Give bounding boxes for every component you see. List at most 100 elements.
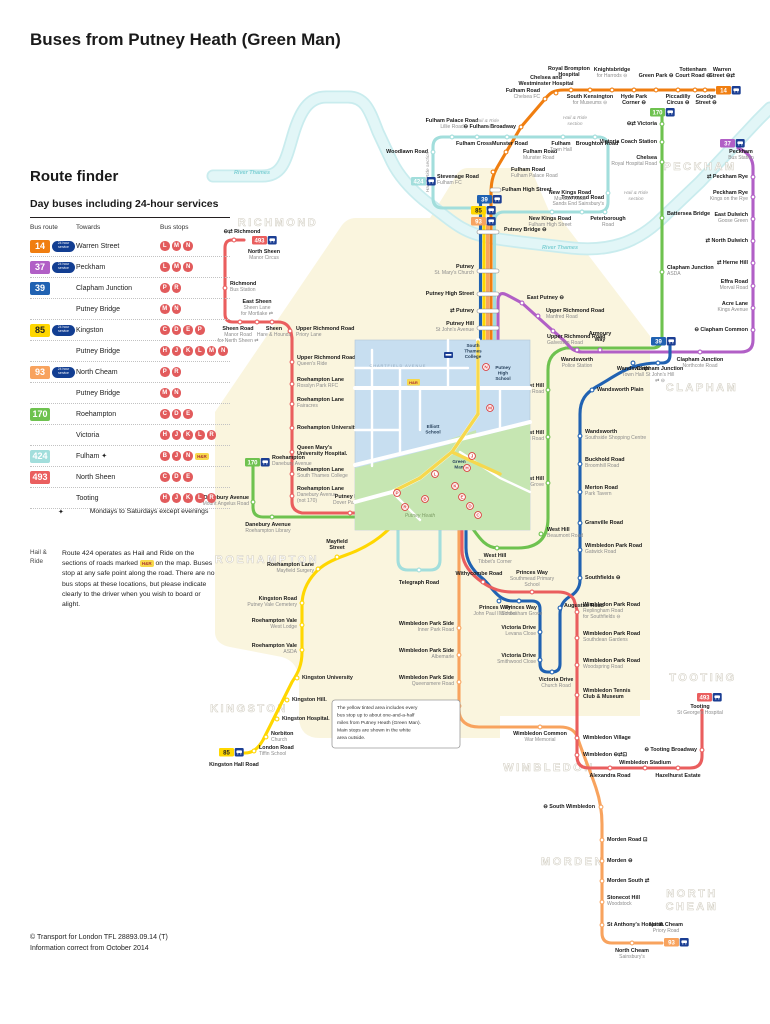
- stop-letter-C: C: [160, 409, 170, 419]
- map-stop-label: Wandsworth Plain: [597, 387, 644, 393]
- map-stop-label: Putney Bridge ⊖: [504, 227, 547, 233]
- letter-text: M: [488, 406, 492, 411]
- bus-icon: [269, 238, 275, 241]
- map-stop-label: Kingston University: [302, 675, 353, 681]
- stop-tick: [538, 531, 544, 537]
- stop-tick: [659, 215, 665, 221]
- map-stop-label: Woodlawn Road: [386, 149, 428, 155]
- map-stop-label: Broughton Road: [576, 141, 619, 147]
- col-bus-route: Bus route: [30, 224, 58, 231]
- stop-letter-J: J: [171, 451, 182, 461]
- inset-stop-letter-M: M: [486, 404, 494, 412]
- inset-stop-letter-R: R: [401, 503, 409, 511]
- stop-tick: [609, 87, 615, 93]
- stop-letter-E: E: [183, 409, 193, 419]
- stop-letter-R: R: [206, 430, 217, 440]
- map-stop: Victoria Coach Station: [600, 139, 665, 145]
- stop-tick: [456, 652, 462, 658]
- bus-icon-wheel: [718, 698, 720, 700]
- stop-letter-R: R: [206, 493, 217, 503]
- badge-box: [245, 458, 260, 467]
- route-badge-85: 85: [30, 323, 50, 337]
- letter-text: K: [453, 484, 457, 489]
- terminus-badge-14: 14: [716, 86, 741, 95]
- stop-tick: [542, 96, 548, 102]
- towards-cell: North Sheen: [76, 473, 116, 481]
- letter-text: N: [484, 365, 488, 370]
- stop-tick: [557, 605, 563, 611]
- copyright: © Transport for London TFL 28893.09.14 (…: [30, 933, 168, 954]
- stop-tick: [659, 269, 665, 275]
- towards-cell: Putney Bridge: [76, 305, 120, 313]
- stop-tick: [574, 752, 580, 758]
- map-stop-label: Putney High Street: [426, 291, 474, 297]
- map-stop: East Putney ⊖: [519, 295, 564, 306]
- terminus-badge-85: 85: [219, 748, 244, 757]
- route-badge-37: 37: [30, 260, 50, 274]
- badge-box: [664, 938, 679, 947]
- badge-number: 85: [223, 750, 230, 756]
- map-stop-label: Withycombe Road: [456, 571, 503, 577]
- stop-letter-N: N: [171, 388, 182, 398]
- badge-box: [411, 177, 426, 186]
- map-stop: ⊖ South Wimbledon: [543, 804, 604, 810]
- stop-tick: [560, 134, 566, 140]
- stop-tick: [750, 194, 756, 200]
- map-stop: Morden ⊖: [599, 858, 632, 864]
- river-label: River Thames: [234, 170, 270, 176]
- inset-stop-letter-H: H: [463, 464, 471, 472]
- letter-circle: [431, 470, 439, 478]
- map-stop-label: Fulham Cross: [456, 141, 492, 147]
- stop-tick: [574, 609, 580, 615]
- inset-stop-letter-E: E: [458, 493, 466, 501]
- stop-tick: [605, 190, 611, 196]
- stop-tick: [545, 387, 551, 393]
- terminus-badge-37: 37: [720, 139, 745, 148]
- letter-text: D: [468, 504, 472, 509]
- stop-letter-H: H: [160, 346, 170, 356]
- bus-icon-wheel: [685, 943, 687, 945]
- letter-circle: [458, 493, 466, 501]
- stop-tick: [675, 765, 681, 771]
- stop-tick: [289, 381, 295, 387]
- stop-tick: [629, 940, 635, 946]
- towards-cell: Warren Street: [76, 242, 120, 250]
- stop-tick-bar: [476, 229, 500, 235]
- map-stop: Woodlawn Road: [386, 149, 436, 155]
- map-stop: Green Park ⊖: [639, 73, 673, 93]
- stop-tick: [655, 360, 661, 366]
- letter-circle: [463, 464, 471, 472]
- route-cell: 493: [30, 470, 76, 484]
- stop-tick: [577, 489, 583, 495]
